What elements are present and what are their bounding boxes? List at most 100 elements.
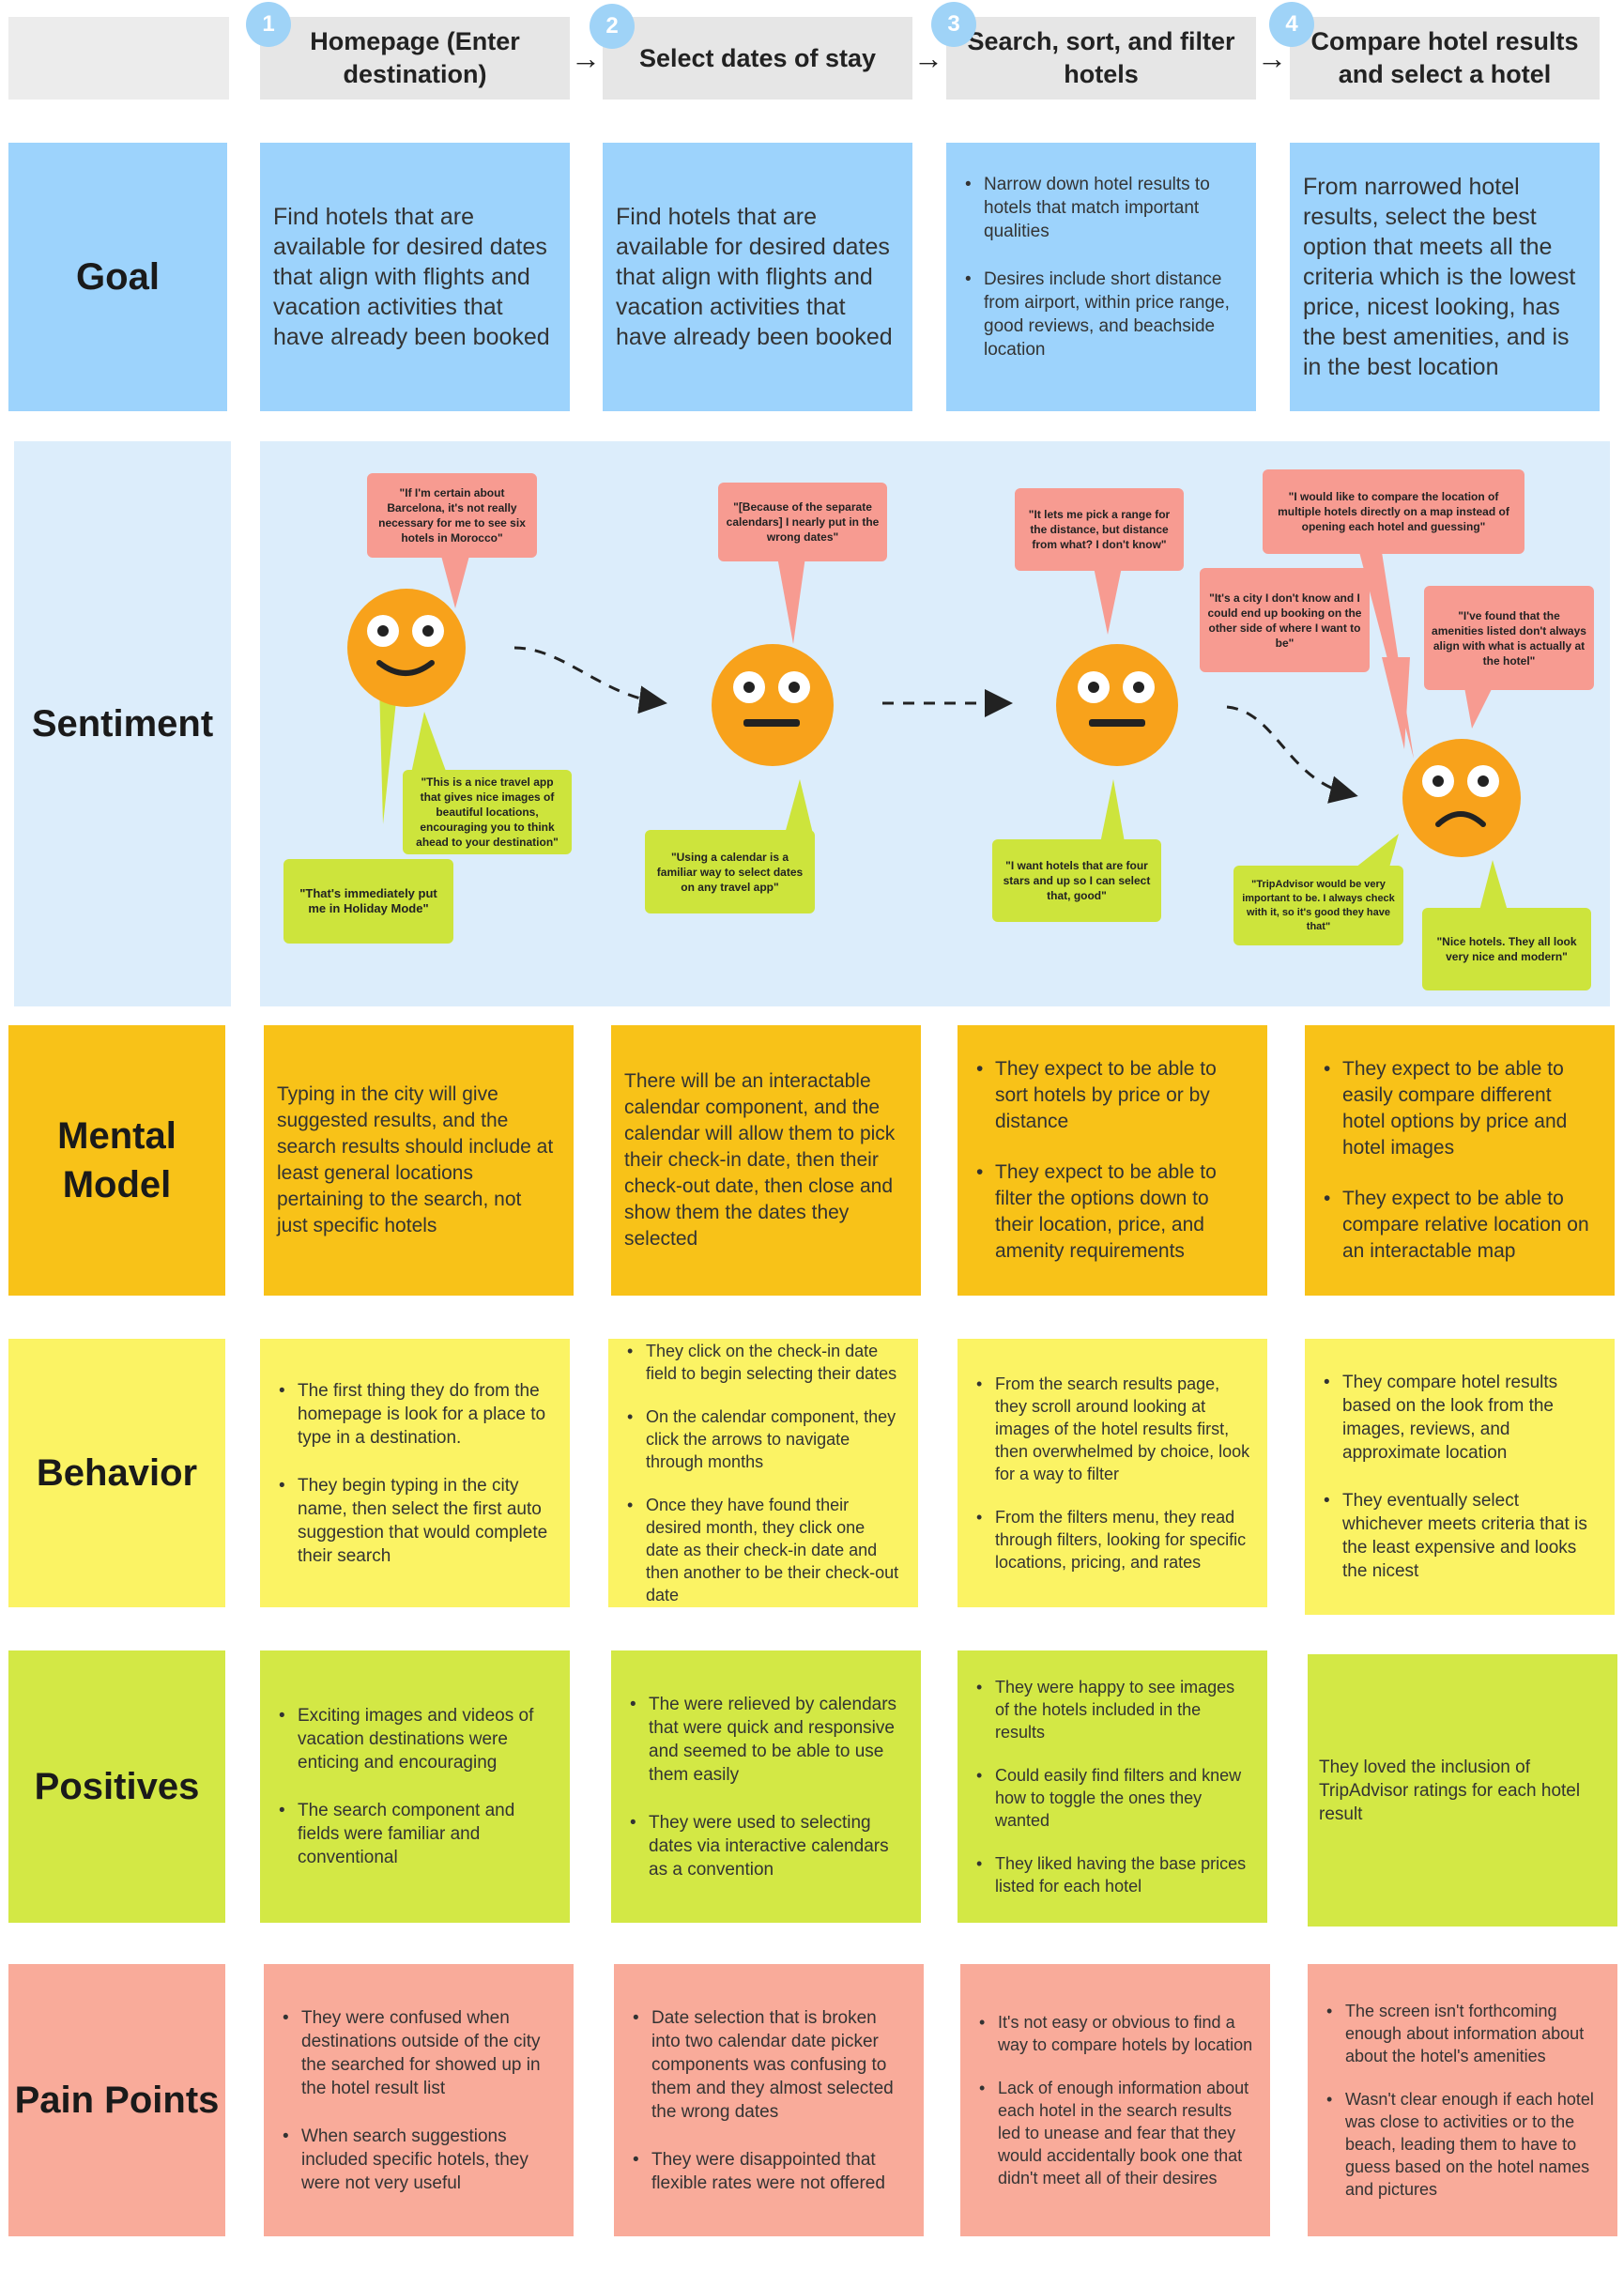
quote-bubble: "Nice hotels. They all look very nice an…	[1422, 908, 1591, 990]
list-item: They liked having the base prices listed…	[976, 1852, 1250, 1897]
pain-points-cell-3-list: It's not easy or obvious to find a way t…	[977, 2011, 1253, 2189]
list-item: They expect to be able to sort hotels by…	[976, 1056, 1250, 1135]
list-item: The search component and fields were fam…	[279, 1799, 553, 1869]
list-item: From the filters menu, they read through…	[976, 1506, 1250, 1574]
list-item: When search suggestions included specifi…	[283, 2125, 557, 2195]
step-3-header: Search, sort, and filter hotels	[946, 17, 1256, 100]
dashed-arrow-icon	[1226, 705, 1358, 804]
goal-cell-3-list: Narrow down hotel results to hotels that…	[963, 173, 1239, 361]
list-item: The were relieved by calendars that were…	[630, 1693, 904, 1787]
positives-cell-3: They were happy to see images of the hot…	[958, 1650, 1267, 1923]
step-1-header: Homepage (Enter destination)	[260, 17, 570, 100]
neutral-face-icon	[1056, 644, 1178, 766]
step-2-label: Select dates of stay	[638, 43, 877, 72]
list-item: They expect to be able to filter the opt…	[976, 1159, 1250, 1265]
mental-model-cell-3: They expect to be able to sort hotels by…	[958, 1025, 1267, 1296]
goal-cell-3: Narrow down hotel results to hotels that…	[946, 143, 1256, 411]
quote-bubble: "It lets me pick a range for the distanc…	[1015, 488, 1184, 571]
list-item: On the calendar component, they click th…	[627, 1405, 901, 1473]
goal-row-label: Goal	[8, 143, 227, 411]
step-4-badge: 4	[1269, 2, 1314, 47]
list-item: Narrow down hotel results to hotels that…	[965, 173, 1239, 243]
pain-points-cell-2: Date selection that is broken into two c…	[614, 1964, 924, 2236]
positives-cell-4-text: They loved the inclusion of TripAdvisor …	[1319, 1757, 1581, 1824]
list-item: Date selection that is broken into two c…	[633, 2006, 907, 2124]
quote-bubble: "If I'm certain about Barcelona, it's no…	[367, 473, 537, 558]
positives-cell-1: Exciting images and videos of vacation d…	[260, 1650, 570, 1923]
pain-points-cell-1-list: They were confused when destinations out…	[281, 2006, 557, 2195]
mental-model-cell-2-text: There will be an interactable calendar c…	[624, 1070, 896, 1250]
bubble-tails	[379, 552, 1508, 911]
positives-cell-2: The were relieved by calendars that were…	[611, 1650, 921, 1923]
behavior-cell-4: They compare hotel results based on the …	[1305, 1339, 1615, 1615]
list-item: Wasn't clear enough if each hotel was cl…	[1326, 2088, 1601, 2201]
step-1-label: Homepage (Enter destination)	[310, 27, 520, 88]
step-4-label: Compare hotel results and select a hotel	[1310, 27, 1579, 88]
list-item: Lack of enough information about each ho…	[979, 2077, 1253, 2189]
happy-face-icon	[347, 589, 466, 707]
goal-cell-1-text: Find hotels that are available for desir…	[273, 204, 550, 350]
list-item: Could easily find filters and knew how t…	[976, 1764, 1250, 1832]
step-arrow-1: →	[571, 41, 601, 75]
quote-bubble: "This is a nice travel app that gives ni…	[403, 770, 572, 854]
pain-points-cell-3: It's not easy or obvious to find a way t…	[960, 1964, 1270, 2236]
sentiment-graphics	[347, 552, 1521, 911]
list-item: They compare hotel results based on the …	[1324, 1371, 1598, 1465]
pain-points-cell-4: The screen isn't forthcoming enough abou…	[1308, 1964, 1617, 2236]
quote-bubble: "I've found that the amenities listed do…	[1424, 586, 1594, 690]
goal-cell-2-text: Find hotels that are available for desir…	[616, 204, 893, 350]
pain-points-cell-1: They were confused when destinations out…	[264, 1964, 574, 2236]
pain-points-row-label: Pain Points	[8, 1964, 225, 2236]
goal-cell-4-text: From narrowed hotel results, select the …	[1303, 174, 1576, 380]
list-item: They eventually select whichever meets c…	[1324, 1489, 1598, 1583]
quote-bubble: "It's a city I don't know and I could en…	[1200, 568, 1370, 672]
list-item: They were used to selecting dates via in…	[630, 1811, 904, 1881]
behavior-row-label: Behavior	[8, 1339, 225, 1607]
neutral-face-icon	[712, 644, 834, 766]
list-item: From the search results page, they scrol…	[976, 1373, 1250, 1485]
list-item: Exciting images and videos of vacation d…	[279, 1704, 553, 1774]
step-3-label: Search, sort, and filter hotels	[967, 27, 1235, 88]
sad-face-icon	[1402, 739, 1521, 857]
goal-cell-4: From narrowed hotel results, select the …	[1290, 143, 1600, 411]
behavior-cell-3: From the search results page, they scrol…	[958, 1339, 1267, 1607]
quote-bubble: "I would like to compare the location of…	[1263, 469, 1524, 554]
list-item: They were happy to see images of the hot…	[976, 1676, 1250, 1743]
step-4-header: Compare hotel results and select a hotel	[1290, 17, 1600, 100]
mental-model-cell-2: There will be an interactable calendar c…	[611, 1025, 921, 1296]
behavior-cell-2: They click on the check-in date field to…	[608, 1339, 918, 1607]
mental-model-cell-1-text: Typing in the city will give suggested r…	[277, 1083, 554, 1236]
positives-cell-1-list: Exciting images and videos of vacation d…	[277, 1704, 553, 1869]
positives-cell-3-list: They were happy to see images of the hot…	[974, 1676, 1250, 1897]
list-item: They expect to be able to compare relati…	[1324, 1186, 1598, 1265]
step-arrow-3: →	[1257, 41, 1287, 75]
dashed-arrow-icon	[513, 646, 667, 714]
pain-points-cell-4-list: The screen isn't forthcoming enough abou…	[1325, 2000, 1601, 2201]
list-item: They were confused when destinations out…	[283, 2006, 557, 2100]
pain-points-cell-2-list: Date selection that is broken into two c…	[631, 2006, 907, 2195]
goal-cell-1: Find hotels that are available for desir…	[260, 143, 570, 411]
list-item: They expect to be able to easily compare…	[1324, 1056, 1598, 1161]
positives-cell-4: They loved the inclusion of TripAdvisor …	[1308, 1654, 1617, 1927]
mental-model-cell-3-list: They expect to be able to sort hotels by…	[974, 1056, 1250, 1265]
list-item: Once they have found their desired month…	[627, 1494, 901, 1606]
sentiment-row-label: Sentiment	[14, 441, 231, 1006]
step-arrow-2: →	[913, 41, 943, 75]
list-item: Desires include short distance from airp…	[965, 268, 1239, 361]
quote-bubble: "TripAdvisor would be very important to …	[1233, 866, 1403, 945]
step-3-badge: 3	[931, 2, 976, 47]
behavior-cell-2-list: They click on the check-in date field to…	[625, 1340, 901, 1606]
list-item: They begin typing in the city name, then…	[279, 1474, 553, 1568]
mental-model-cell-4-list: They expect to be able to easily compare…	[1322, 1056, 1598, 1265]
behavior-cell-3-list: From the search results page, they scrol…	[974, 1373, 1250, 1574]
step-1-badge: 1	[246, 2, 291, 47]
mental-model-cell-4: They expect to be able to easily compare…	[1305, 1025, 1615, 1296]
quote-bubble: "[Because of the separate calendars] I n…	[718, 483, 887, 561]
behavior-cell-1-list: The first thing they do from the homepag…	[277, 1379, 553, 1568]
header-corner	[8, 17, 229, 100]
mental-model-row-label: Mental Model	[8, 1025, 225, 1296]
goal-cell-2: Find hotels that are available for desir…	[603, 143, 912, 411]
quote-bubble: "Using a calendar is a familiar way to s…	[645, 830, 815, 913]
behavior-cell-4-list: They compare hotel results based on the …	[1322, 1371, 1598, 1583]
list-item: The screen isn't forthcoming enough abou…	[1326, 2000, 1601, 2067]
